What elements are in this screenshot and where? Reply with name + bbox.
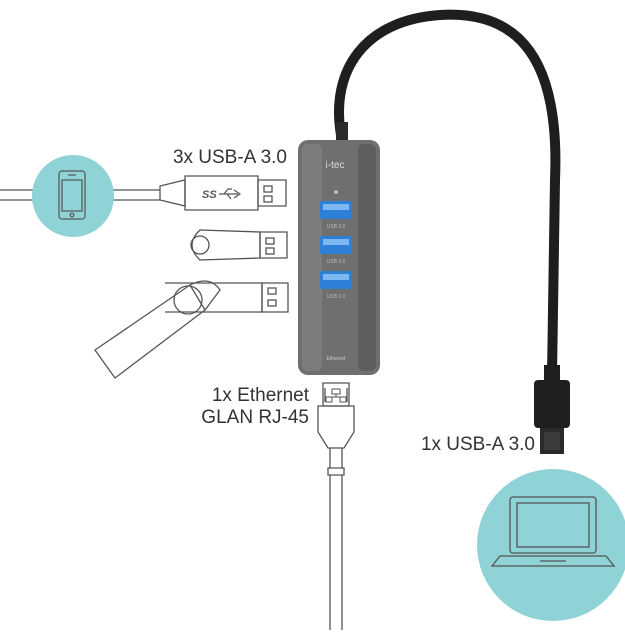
usb-port-3 [320, 271, 352, 289]
usb-hub: i-tec USB 3.0 USB 3.0 USB 3.0 Ethernet [298, 122, 380, 375]
host-port-label: 1x USB-A 3.0 [420, 434, 535, 455]
laptop-icon [490, 496, 616, 567]
phone-circle [32, 155, 114, 237]
usb-a-plug [159, 175, 287, 211]
laptop-circle [477, 469, 625, 621]
usb-flash-drive-1 [190, 229, 288, 261]
phone-cable [0, 189, 160, 201]
usb-flash-drive-2 [94, 280, 289, 379]
svg-text:SS: SS [202, 189, 217, 201]
port-label-3: USB 3.0 [327, 294, 346, 300]
ethernet-label: Ethernet [327, 356, 347, 362]
ethernet-label-line2: GLAN RJ-45 [201, 407, 309, 428]
ethernet-label-line1: 1x Ethernet [211, 385, 309, 406]
usb-superspeed-icon: SS [202, 188, 242, 201]
brand-logo: i-tec [326, 160, 345, 171]
usb-port-2 [320, 236, 352, 254]
usb-ports-label: 3x USB-A 3.0 [172, 147, 287, 168]
smartphone-icon [58, 170, 86, 220]
usb-port-1 [320, 201, 352, 219]
host-cable [334, 9, 561, 380]
ethernet-cable [317, 382, 355, 630]
port-label-2: USB 3.0 [327, 259, 346, 265]
port-label-1: USB 3.0 [327, 224, 346, 230]
network-icon [325, 388, 347, 403]
host-usb-plug [534, 365, 570, 454]
ethernet-label-text: 1x Ethernet GLAN RJ-45 [201, 385, 309, 429]
